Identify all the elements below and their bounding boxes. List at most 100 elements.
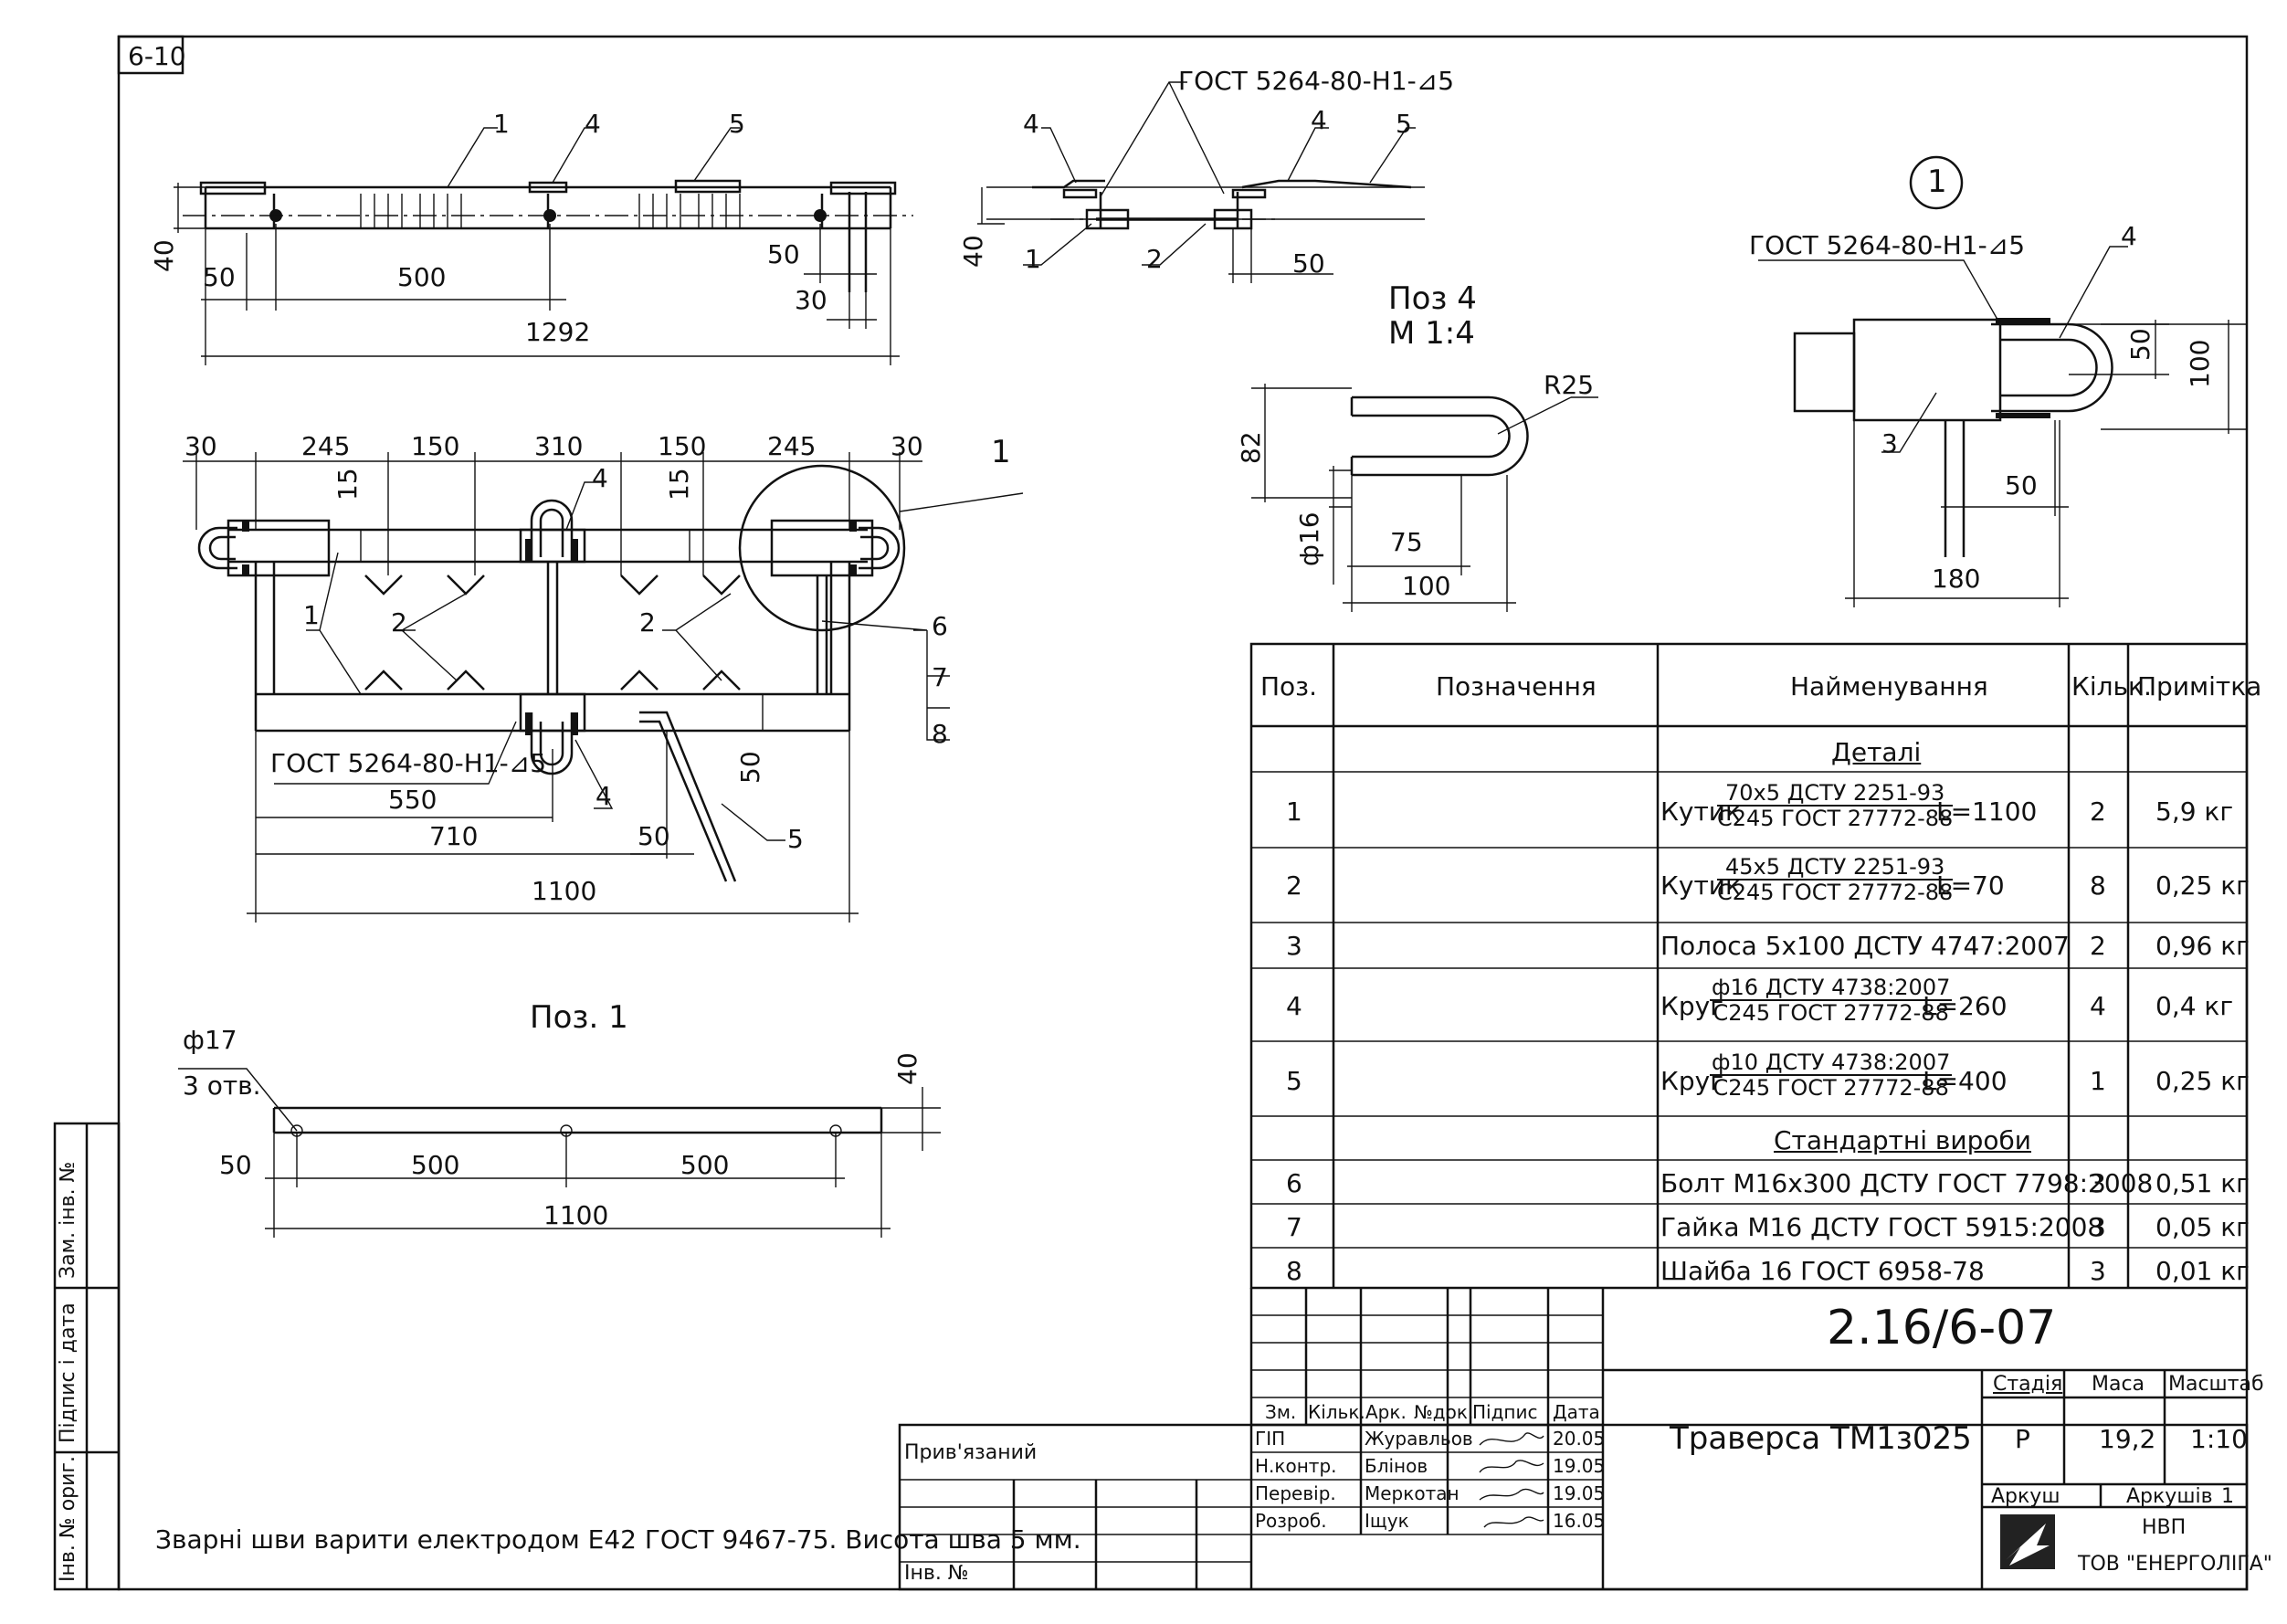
callout-3: 3 [1881,428,1898,459]
spec-row-prefix: Круг [1660,1066,1723,1096]
drawing-title: Траверса ТМ1з025 [1670,1420,1972,1457]
tb-header-zm: Зм. [1265,1401,1297,1423]
spec-header-designation: Позначення [1436,671,1597,701]
tb-role: ГІП [1255,1428,1286,1450]
sheet-code: 6-10 [128,41,186,71]
dim-h: 40 [958,235,988,268]
callout-5: 5 [787,824,804,854]
spec-row-qty: 8 [2090,870,2106,901]
tb-company-b: ТОВ "ЕНЕРГОЛІГА" [2078,1553,2272,1576]
tb-header-ark: Арк. [1365,1401,1407,1423]
pos4-title: Поз 4 [1388,280,1477,317]
pos4-scale: М 1:4 [1388,315,1475,352]
tb-sheets-label: Аркушів [2126,1485,2213,1508]
dim-offset: 50 [1292,248,1325,279]
dim-1100: 1100 [543,1200,609,1230]
spec-header-qty: Кільк. [2071,671,2152,701]
view-pos1 [178,1068,941,1238]
doc-number: 2.16/6-07 [1827,1301,2057,1355]
dim-82: 82 [1236,431,1266,464]
callout-5: 5 [729,109,745,139]
tb-date: 20.05 [1553,1428,1606,1450]
spec-row-prefix: Кутик [1660,796,1741,827]
spec-row-prefix: Кутик [1660,870,1741,901]
dim-15a: 15 [332,468,363,501]
spec-section-std: Стандартні вироби [1774,1125,2031,1155]
dim-span: 500 [397,262,447,292]
spec-row-suffix: L=1100 [1936,796,2038,827]
dim-710: 710 [429,821,479,851]
spec-row-note: 0,4 кг [2155,991,2234,1021]
tb-name: Журавльов [1365,1428,1473,1450]
view-pos4 [1251,384,1598,612]
detail-label: 1 [1927,163,1947,200]
sheet-code-box [117,35,184,75]
dim-500a: 500 [411,1150,460,1180]
callout-4a: 4 [1023,109,1039,139]
spec-row-pos: 6 [1286,1168,1302,1198]
dim-r: R25 [1544,370,1595,400]
tb-date: 19.05 [1553,1455,1606,1477]
tb-header-kilk: Кільк. [1308,1401,1365,1423]
tb-company-a: НВП [2142,1516,2187,1539]
dim-15b: 15 [664,468,694,501]
company-logo-icon [2000,1514,2055,1569]
title-block-lines [898,1288,2249,1591]
tb-role: Н.контр. [1255,1455,1337,1477]
hole-count: 3 отв. [183,1070,261,1101]
spec-table-lines [1249,642,2249,1290]
spec-row-qty: 2 [2090,931,2106,961]
callout-1: 1 [1025,244,1041,274]
callout-1: 1 [303,600,320,630]
dim-180: 180 [1932,564,1981,594]
view-detail1 [1758,155,2247,607]
view-side [977,81,1425,283]
dim-left: 50 [203,262,236,292]
spec-row-name: Шайба 16 ГОСТ 6958-78 [1660,1256,1985,1286]
callout-2b: 2 [639,607,656,638]
weld-note: Зварні шви варити електродом Е42 ГОСТ 94… [155,1524,1081,1555]
spec-row-pos: 8 [1286,1256,1302,1286]
dim-50h: 50 [2005,470,2038,501]
spec-row-suffix: L=260 [1923,991,2008,1021]
dim-50a: 50 [638,821,670,851]
spec-row-qty: 3 [2090,1212,2106,1242]
tb-scale-label: Масштаб [2168,1373,2264,1396]
tb-mass-label: Маса [2092,1373,2145,1396]
spec-row-qty: 2 [2090,796,2106,827]
tb-sheets: 1 [2221,1485,2234,1508]
spec-row-suffix: L=400 [1923,1066,2008,1096]
callout-6: 6 [932,611,948,641]
dim-h: 40 [892,1052,922,1085]
dim-245a: 245 [301,431,351,461]
tb-header-pidpys: Підпис [1472,1401,1538,1423]
tb-name: Іщук [1365,1510,1409,1532]
spec-row-pos: 3 [1286,931,1302,961]
pos1-title: Поз. 1 [530,999,628,1036]
tb-date: 16.05 [1553,1510,1606,1532]
tb-scale: 1:10 [2190,1424,2248,1454]
spec-row-qty: 4 [2090,991,2106,1021]
dim-total: 1292 [525,317,591,347]
dim-30a: 30 [184,431,217,461]
strip-pidpys: Підпис і дата [57,1302,79,1443]
callout-4-top: 4 [592,463,608,493]
callout-4b: 4 [1311,105,1327,135]
spec-row-note: 0,05 кг [2155,1212,2250,1242]
hole-diameter: ф17 [183,1025,237,1055]
dim-30b: 30 [891,431,923,461]
tb-name: Блінов [1365,1455,1428,1477]
dim-245b: 245 [767,431,817,461]
spec-row-name: Полоса 5х100 ДСТУ 4747:2007 [1660,931,2070,961]
spec-header-name: Найменування [1790,671,1988,701]
tb-role: Перевір. [1255,1482,1336,1504]
spec-row-pos: 2 [1286,870,1302,901]
spec-row-note: 0,96 кг [2155,931,2250,961]
spec-row-name: Болт М16х300 ДСТУ ГОСТ 7798:2008 [1660,1168,2154,1198]
tb-name: Меркотан [1365,1482,1460,1504]
